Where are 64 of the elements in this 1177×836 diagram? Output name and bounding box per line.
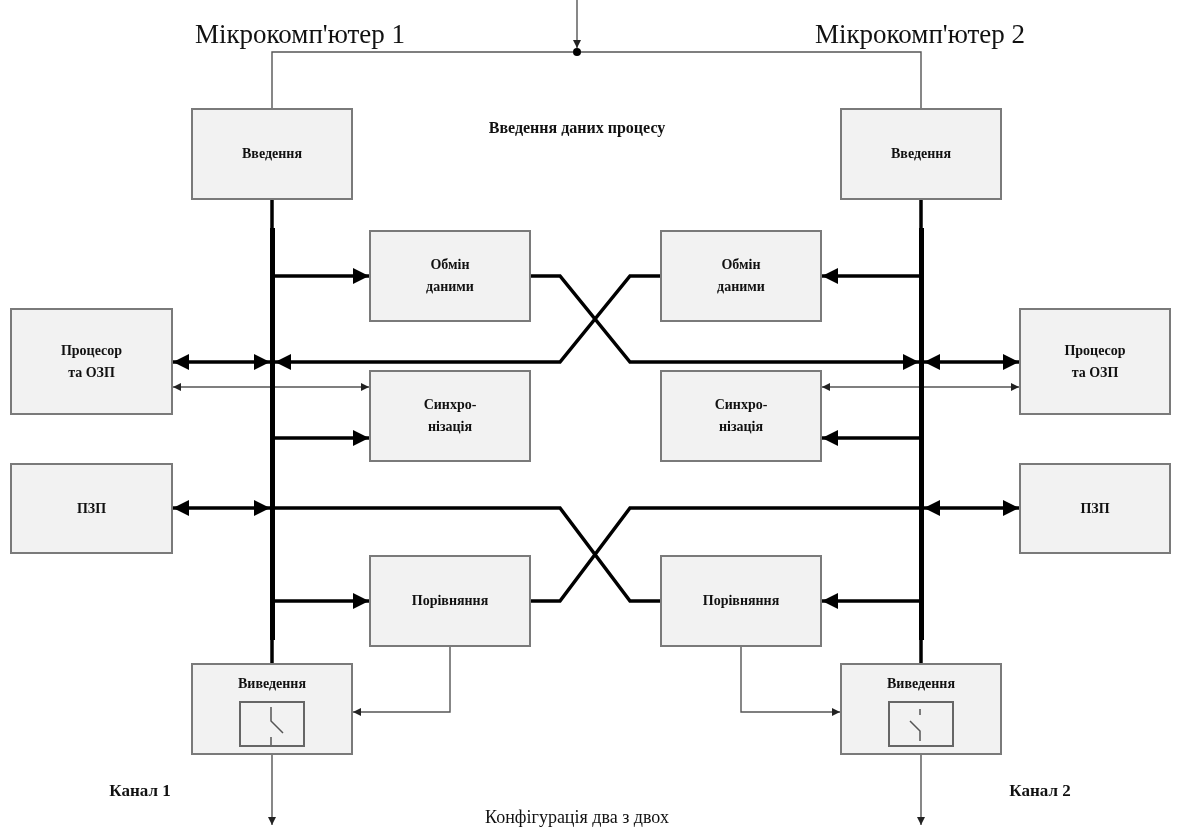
connector-line [275,506,660,603]
arrow [352,646,451,716]
block-label: Синхро- нізація [713,396,769,436]
block-box [191,108,353,200]
block-box [369,370,531,462]
arrow [275,430,369,446]
arrow [275,593,369,609]
block-label: Обмін даними [425,256,475,296]
input-label: Введення даних процесу [487,118,667,139]
arrow [531,274,919,370]
connector-line [919,640,923,663]
section-heading: Мікрокомп'ютер 2 [813,18,1027,51]
arrow [924,500,1019,516]
arrow [275,274,660,370]
arrow [822,593,919,609]
arrow [573,0,581,49]
block-box [660,555,822,647]
junction-dot [573,48,581,56]
arrow [740,646,841,716]
connector-line [919,200,923,228]
arrow [822,430,919,446]
arrow [821,383,920,391]
arrow [172,383,271,391]
connector-line [270,200,274,228]
block-box [1019,308,1171,415]
connector-line [270,640,274,663]
channel-label: Канал 2 [1008,780,1072,802]
arrow [274,383,370,391]
block-label: Введення [891,145,951,164]
arrow [923,383,1020,391]
block-label: Порівняння [411,592,489,611]
block-box [191,663,353,755]
block-box [840,663,1002,755]
block-box [660,370,822,462]
diagram-caption: Конфігурація два з двох [484,806,670,829]
block-label: Процесор та ОЗП [1063,341,1127,382]
connector-line [580,51,922,109]
block-box [10,463,173,554]
block-label: Синхро- нізація [422,396,478,436]
section-heading: Мікрокомп'ютер 1 [193,18,407,51]
connector-line [271,51,574,109]
connector-line [531,506,919,603]
arrow [173,354,270,370]
block-box [10,308,173,415]
arrow [268,754,276,826]
arrow [275,268,369,284]
channel-label: Канал 1 [108,780,172,802]
block-box [369,230,531,322]
block-label: ПЗП [1080,499,1110,518]
arrow [173,500,270,516]
block-label: Виведення [887,675,955,693]
block-label: Виведення [238,675,306,693]
block-label: Процесор та ОЗП [59,341,124,382]
block-label: ПЗП [76,499,107,518]
block-box [660,230,822,322]
block-label: Введення [242,145,302,164]
arrow [924,354,1019,370]
block-box [1019,463,1171,554]
arrow [917,754,925,826]
block-label: Обмін даними [716,256,766,296]
arrow [822,268,919,284]
block-box [369,555,531,647]
block-label: Порівняння [702,592,780,611]
block-box [840,108,1002,200]
